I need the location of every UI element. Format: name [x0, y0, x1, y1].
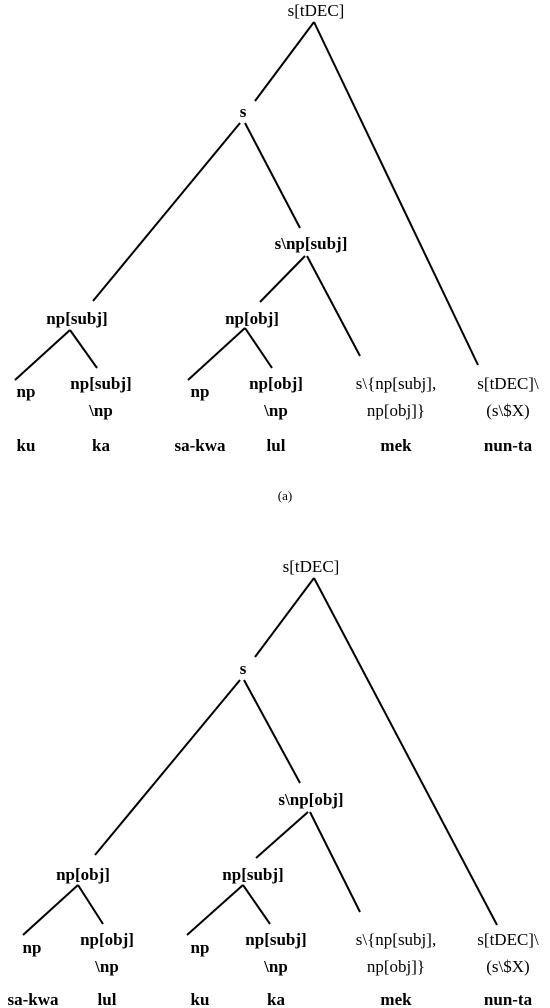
- tree-a-labels: s[tDEC] s s\np[subj] np[subj] np[obj] np…: [17, 1, 539, 455]
- np-obj-np-line2: \np: [263, 401, 288, 420]
- np-obj-np-line2: \np: [94, 957, 119, 976]
- np1-label: np: [17, 382, 36, 401]
- tdec-cat-line2: (s\$X): [486, 957, 529, 976]
- word-2: sa-kwa: [174, 436, 226, 455]
- vp-label: s\np[obj]: [278, 790, 343, 809]
- tdec-cat-line1: s[tDEC]\: [477, 930, 539, 949]
- s-label: s: [240, 102, 247, 121]
- np2-label: np: [191, 938, 210, 957]
- tree-b-edges: [22, 577, 498, 936]
- edge-root-s: [254, 577, 315, 658]
- vp-label: s\np[subj]: [275, 234, 348, 253]
- edge-npleft-np: [14, 329, 71, 381]
- root-label: s[tDEC]: [283, 557, 340, 576]
- np-mid-label: np[obj]: [225, 309, 279, 328]
- verb-cat-line1: s\{np[subj],: [356, 930, 436, 949]
- word-5: nun-ta: [484, 436, 533, 455]
- edge-s-npleft: [92, 122, 241, 302]
- verb-cat-line2: np[obj]}: [367, 957, 425, 976]
- word-0: sa-kwa: [7, 990, 59, 1008]
- np2-label: np: [191, 382, 210, 401]
- word-1: lul: [98, 990, 117, 1008]
- edge-s-vp: [243, 679, 301, 784]
- edge-root-tdec: [313, 21, 479, 366]
- edge-s-npleft: [94, 679, 241, 856]
- caption-a: (a): [278, 488, 292, 503]
- edge-s-vp: [244, 122, 301, 229]
- word-4: mek: [380, 990, 412, 1008]
- edge-npmid-npnp: [244, 327, 273, 369]
- tree-a-edges: [14, 21, 479, 381]
- edge-vp-verb: [309, 811, 361, 913]
- edge-npleft-np: [22, 884, 79, 936]
- np-subj-np-line2: \np: [263, 957, 288, 976]
- edge-npmid-np: [187, 327, 246, 381]
- verb-cat-line2: np[obj]}: [367, 401, 425, 420]
- verb-cat-line1: s\{np[subj],: [356, 374, 436, 393]
- tree-b: s[tDEC] s s\np[obj] np[obj] np[subj] np …: [7, 557, 538, 1008]
- word-3: ka: [267, 990, 285, 1008]
- np-subj-np-line2: \np: [88, 401, 113, 420]
- edge-vp-npmid: [255, 811, 309, 859]
- tdec-cat-line1: s[tDEC]\: [477, 374, 539, 393]
- edge-vp-npmid: [259, 255, 306, 303]
- edge-vp-verb: [306, 255, 361, 357]
- word-5: nun-ta: [484, 990, 533, 1008]
- np1-label: np: [23, 938, 42, 957]
- np-subj-np-line1: np[subj]: [245, 930, 306, 949]
- s-label: s: [240, 659, 247, 678]
- np-obj-np-line1: np[obj]: [80, 930, 134, 949]
- np-subj-np-line1: np[subj]: [70, 374, 131, 393]
- root-label: s[tDEC]: [288, 1, 345, 20]
- np-left-label: np[obj]: [56, 865, 110, 884]
- tdec-cat-line2: (s\$X): [486, 401, 529, 420]
- edge-root-s: [254, 21, 315, 102]
- np-obj-np-line1: np[obj]: [249, 374, 303, 393]
- word-2: ku: [191, 990, 210, 1008]
- edge-npmid-npnp: [242, 884, 271, 925]
- word-4: mek: [380, 436, 412, 455]
- np-mid-label: np[subj]: [222, 865, 283, 884]
- np-left-label: np[subj]: [46, 309, 107, 328]
- word-3: lul: [267, 436, 286, 455]
- tree-b-labels: s[tDEC] s s\np[obj] np[obj] np[subj] np …: [7, 557, 538, 1008]
- tree-a: s[tDEC] s s\np[subj] np[subj] np[obj] np…: [14, 1, 539, 455]
- edge-npleft-npnp: [77, 884, 104, 925]
- word-1: ka: [92, 436, 110, 455]
- word-0: ku: [17, 436, 36, 455]
- edge-root-tdec: [313, 577, 498, 926]
- edge-npleft-npnp: [69, 329, 98, 369]
- edge-npmid-np: [186, 884, 244, 936]
